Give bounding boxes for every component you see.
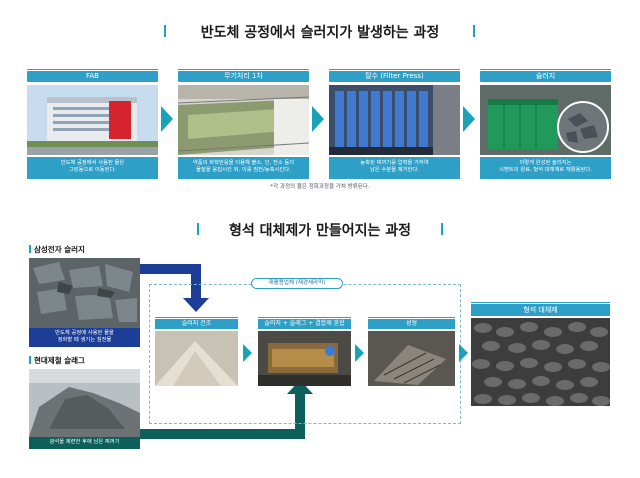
stage-fab-caption: 반도체 공정에서 사용된 물은 그린동으로 이동된다.	[27, 157, 158, 179]
product-pellets-photo	[471, 318, 610, 406]
caption-line: 반도체 공정에서 사용된 물은	[60, 160, 125, 166]
step-topline	[155, 317, 238, 318]
title-marker-left	[164, 25, 166, 37]
stage-topline	[480, 69, 611, 70]
step-drying-label: 슬러지 건조	[155, 319, 238, 329]
stage-fab-label: FAB	[27, 71, 158, 82]
hyundai-slag-photo	[29, 369, 140, 437]
stage-treatment: 무기처리 1차 약품의 화학반응을 이용해 불소, 인, 전소 등의 물질을 응…	[178, 69, 309, 179]
stage-sludge: 슬러지 이렇게 완성된 슬러지는 시멘트의 원료, 형석 대체재로 재활용된다.	[480, 69, 611, 179]
flow-arrow-2	[312, 106, 324, 132]
step-mixing: 슬러지 + 슬래그 + 결합제 혼합	[258, 317, 351, 386]
samsung-sludge-photo	[29, 258, 140, 328]
stage-topline	[329, 69, 460, 70]
stage-sludge-caption: 이렇게 완성된 슬러지는 시멘트의 원료, 형석 대체재로 재활용된다.	[480, 157, 611, 179]
caption-line: 광석을 제련한 후에 남은 찌꺼기	[49, 439, 120, 445]
title-marker-right	[473, 25, 475, 37]
caption-line: 정화할 때 생기는 침전물	[57, 337, 112, 343]
caption-line: 반도체 공정에 사용된 물을	[55, 330, 114, 336]
stage-filter-press-caption: 농축된 찌꺼기를 압력을 가하여 남은 수분을 제거한다.	[329, 157, 460, 179]
samsung-sludge-label: 삼성전자 슬러지	[29, 244, 85, 255]
mixing-photo	[258, 331, 351, 386]
caption-line: 그린동으로 이동된다.	[68, 167, 117, 173]
caption-line: 물질을 응집시킨 뒤, 이를 침전/농축시킨다.	[196, 167, 291, 173]
stage-topline	[178, 69, 309, 70]
caption-line: 약품의 화학반응을 이용해 불소, 인, 전소 등의	[192, 160, 295, 166]
step-forming-label: 성형	[368, 319, 455, 329]
caption-line: 이렇게 완성된 슬러지는	[519, 160, 572, 166]
drying-photo	[155, 331, 238, 386]
title-marker-right	[441, 223, 443, 235]
filter-press-photo	[329, 85, 460, 155]
stage-filter-press-label: 탈수 (Filter Press)	[329, 71, 460, 82]
step-arrow-2	[355, 344, 364, 362]
product-label: 형석 대체제	[471, 304, 610, 316]
hyundai-slag-caption: 광석을 제련한 후에 남은 찌꺼기	[29, 437, 140, 449]
step-arrow-3	[459, 344, 468, 362]
sludge-bin-photo	[480, 85, 611, 155]
hyundai-slag-label: 현대제철 슬래그	[29, 355, 85, 366]
product-topline	[471, 302, 610, 303]
stage-topline	[27, 69, 158, 70]
step-topline	[258, 317, 351, 318]
flow-arrow-1	[161, 106, 173, 132]
stage-treatment-label: 무기처리 1차	[178, 71, 309, 82]
bottom-section-title: 형석 대체제가 만들어지는 과정	[228, 223, 412, 239]
stage-treatment-caption: 약품의 화학반응을 이용해 불소, 인, 전소 등의 물질을 응집시킨 뒤, 이…	[178, 157, 309, 179]
step-arrow-1	[243, 344, 252, 362]
discharge-note: *각 과정의 물은 정화과정을 거쳐 방류된다.	[270, 184, 370, 190]
product-fluorite-substitute: 형석 대체제	[471, 302, 610, 406]
treatment-tank-photo	[178, 85, 309, 155]
stage-sludge-label: 슬러지	[480, 71, 611, 82]
step-drying: 슬러지 건조	[155, 317, 238, 386]
step-topline	[368, 317, 455, 318]
stage-filter-press: 탈수 (Filter Press) 농축된 찌꺼기를 압력을 가하여 남은 수분…	[329, 69, 460, 179]
caption-line: 남은 수분을 제거한다.	[370, 167, 419, 173]
step-forming: 성형	[368, 317, 455, 386]
top-section-title: 반도체 공정에서 슬러지가 발생하는 과정	[200, 25, 440, 41]
stage-fab: FAB 반도체 공정에서 사용된 물은 그린동으로 이동된다.	[27, 69, 158, 179]
title-marker-left	[197, 223, 199, 235]
fab-building-photo	[27, 85, 158, 155]
caption-line: 농축된 찌꺼기를 압력을 가하여	[360, 160, 429, 166]
flow-arrow-3	[463, 106, 475, 132]
forming-photo	[368, 331, 455, 386]
caption-line: 시멘트의 원료, 형석 대체재로 재활용된다.	[499, 167, 592, 173]
recycler-label: 재활용업체 (재경세라믹)	[251, 278, 343, 289]
step-mixing-label: 슬러지 + 슬래그 + 결합제 혼합	[258, 319, 351, 329]
samsung-sludge-caption: 반도체 공정에 사용된 물을 정화할 때 생기는 침전물	[29, 328, 140, 347]
